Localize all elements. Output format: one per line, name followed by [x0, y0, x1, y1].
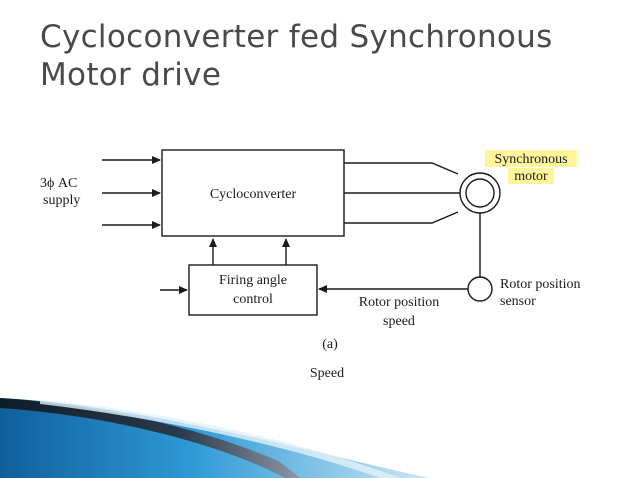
cycloconverter-label: Cycloconverter — [210, 187, 297, 202]
output-line-1 — [344, 162, 459, 175]
slide-title: Cycloconverter fed Synchronous Motor dri… — [40, 18, 620, 94]
supply-label-line-1: 3ϕ AC — [40, 176, 77, 191]
motor-inner-circle — [465, 178, 495, 208]
firing-angle-label-line-1: Firing angle — [219, 273, 287, 288]
motor-label-highlight-1 — [485, 150, 577, 167]
swoosh-light-edge — [40, 400, 400, 478]
sensor-label-line-2: sensor — [500, 294, 536, 309]
sensor-label-line-1: Rotor position — [500, 277, 581, 292]
motor-label-highlight-2 — [508, 168, 554, 184]
motor-label-line-1: Synchronous — [494, 152, 567, 167]
slide-title-line-1: Cycloconverter fed Synchronous — [40, 19, 553, 55]
supply-label-line-2: supply — [43, 193, 80, 208]
diagram-caption: (a) — [322, 337, 338, 352]
firing-angle-label-line-2: control — [233, 292, 273, 307]
motor-label-line-2: motor — [514, 169, 548, 184]
speed-label: Speed — [310, 366, 344, 381]
slide-title-line-2: Motor drive — [40, 57, 222, 93]
firing-angle-control-block — [188, 264, 318, 316]
swoosh-dark-stripe — [0, 398, 300, 478]
rotor-position-speed-line-1: Rotor position — [359, 295, 440, 310]
output-line-3 — [344, 211, 459, 224]
rotor-position-speed-line-2: speed — [383, 314, 415, 329]
